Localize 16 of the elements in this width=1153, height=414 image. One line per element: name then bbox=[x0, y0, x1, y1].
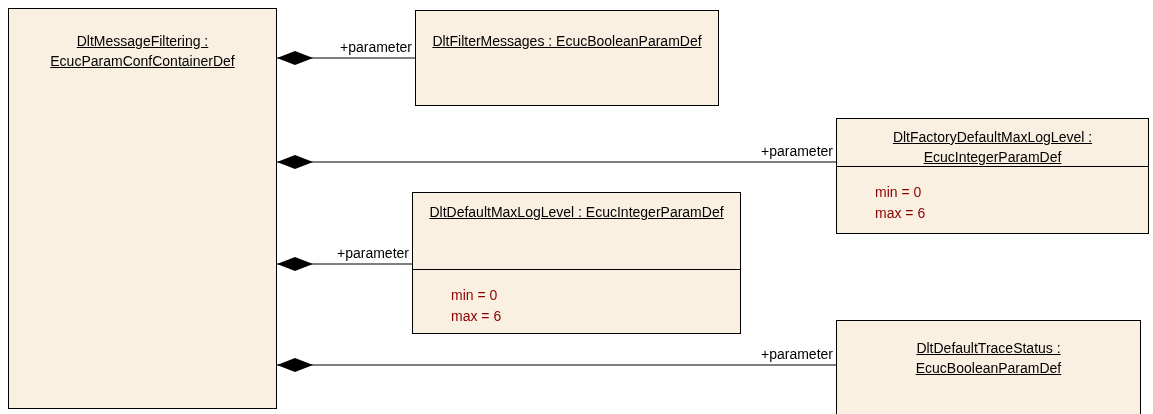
class-name: DltDefaultMaxLogLevel : EcucIntegerParamDef bbox=[429, 204, 724, 220]
attribute-list: min = 0 max = 6 bbox=[875, 182, 937, 224]
class-box bbox=[836, 118, 1149, 234]
class-box bbox=[412, 192, 741, 334]
composition-line bbox=[276, 257, 413, 271]
class-name: DltDefaultTraceStatus : EcucBooleanParamDef bbox=[915, 340, 1062, 376]
class-box bbox=[836, 320, 1141, 414]
attribute-list: min = 0 max = 6 bbox=[451, 285, 513, 327]
class-name: DltFilterMessages : EcucBooleanParamDef bbox=[432, 33, 702, 49]
composition-line bbox=[276, 358, 837, 372]
composition-line bbox=[276, 155, 837, 169]
class-box bbox=[415, 10, 719, 106]
composition-line bbox=[276, 51, 416, 65]
class-box bbox=[8, 8, 277, 409]
class-name: DltMessageFiltering : EcucParamConfContainerDef bbox=[50, 33, 235, 69]
class-name: DltFactoryDefaultMaxLogLevel : EcucIntegerParamDef bbox=[892, 129, 1093, 165]
